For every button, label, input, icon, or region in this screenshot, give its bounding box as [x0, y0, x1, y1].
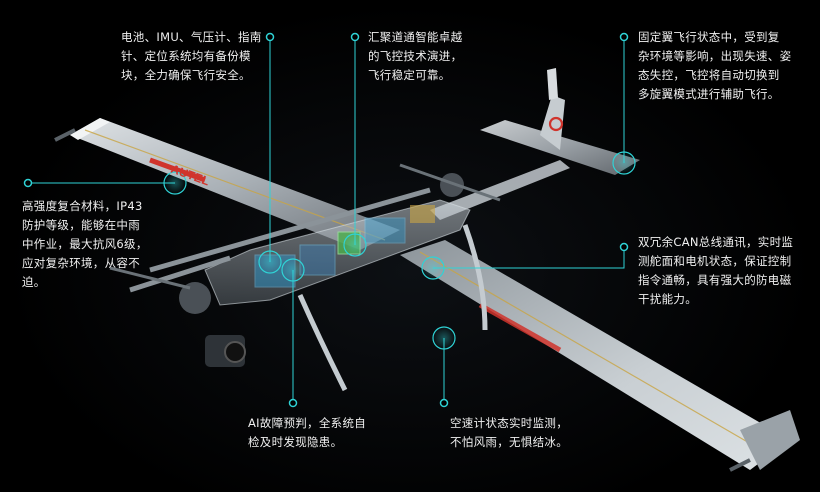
- callout-ai-fault: AI故障预判，全系统自 检及时发现隐患。: [248, 416, 367, 449]
- motor-booms: [54, 128, 751, 472]
- fuselage: [204, 199, 471, 306]
- callout-dots: [23, 32, 629, 408]
- landing-gear: [297, 224, 488, 392]
- callout-fixed-wing-mode: 固定翼飞行状态中，受到复 杂环境等影响，出现失速、姿 态失控，飞控将自动切换到 …: [638, 30, 792, 101]
- callout-backup-modules: 电池、IMU、气压计、指南 针、定位系统均有备份模 块，全力确保飞行安全。: [121, 30, 262, 82]
- callout-material: 高强度复合材料，IP43 防护等级，能够在中雨 中作业，最大抗风6级， 应对复杂…: [22, 199, 148, 289]
- callout-flight-control: 汇聚道通智能卓越 的飞控技术演进， 飞行稳定可靠。: [368, 30, 463, 82]
- left-wing: [70, 118, 400, 250]
- callout-lines: [28, 37, 625, 403]
- highlight-rings: [163, 151, 636, 350]
- camera-gimbal: [205, 335, 246, 367]
- tail-assembly: [430, 68, 640, 220]
- right-wing: [400, 240, 800, 470]
- callout-airspeed: 空速计状态实时监测， 不怕风雨，无惧结冰。: [450, 416, 568, 449]
- callout-can-bus: 双冗余CAN总线通讯，实时监 测舵面和电机状态，保证控制 指令通畅，具有强大的防…: [638, 235, 794, 306]
